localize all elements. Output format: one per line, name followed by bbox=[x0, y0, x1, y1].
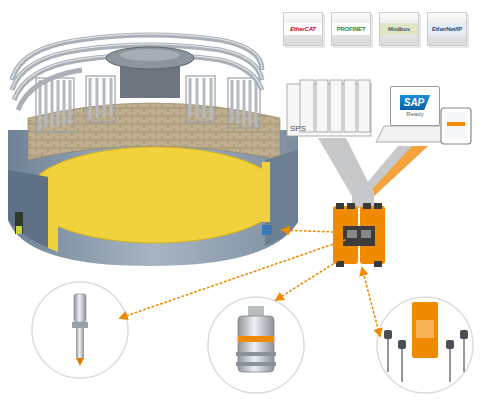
cooling-coils bbox=[12, 35, 262, 110]
central-plate-top bbox=[120, 49, 180, 61]
plc-rack bbox=[287, 80, 371, 136]
io-link-master bbox=[333, 203, 385, 267]
signal-line bbox=[120, 240, 345, 318]
level-sensor bbox=[72, 294, 88, 366]
plc-rack-box: SPS bbox=[287, 80, 371, 136]
master-connector bbox=[347, 203, 355, 209]
tank-cut-insulation bbox=[48, 176, 58, 252]
sensor-ring bbox=[236, 362, 276, 366]
rack-module bbox=[330, 80, 342, 132]
protocol-logo: Modbus bbox=[379, 12, 419, 46]
tank-illustration bbox=[8, 34, 298, 266]
fieldbus-connection bbox=[318, 138, 428, 208]
sensor-ring bbox=[236, 352, 276, 356]
sensor-tip bbox=[76, 358, 84, 366]
sensor-ring bbox=[72, 322, 88, 328]
tablet-screen bbox=[445, 112, 467, 138]
sensor-probe bbox=[76, 328, 84, 358]
temperature-sensors bbox=[384, 302, 468, 382]
cooling-panel bbox=[190, 78, 211, 120]
device-label: SPS bbox=[290, 124, 306, 133]
cooling-panel bbox=[40, 80, 70, 130]
tank-cut-insulation bbox=[262, 162, 270, 222]
master-port bbox=[361, 230, 371, 238]
tablet bbox=[441, 108, 471, 144]
sensor-head bbox=[74, 294, 86, 322]
signal-line bbox=[276, 252, 352, 300]
probe-rod bbox=[449, 348, 451, 382]
probe-heads bbox=[384, 330, 468, 349]
protocol-logo: EtherNet/IP bbox=[427, 12, 467, 46]
cooling-panel bbox=[232, 80, 256, 127]
temperature-module bbox=[412, 302, 438, 358]
tank-sensor bbox=[15, 212, 23, 234]
cooling-coil bbox=[18, 70, 82, 110]
tank-cut-face bbox=[8, 170, 55, 250]
tank-floor bbox=[27, 147, 283, 243]
panel-frame bbox=[228, 78, 260, 128]
logo-text: EtherCAT bbox=[284, 23, 322, 35]
coil-highlights bbox=[12, 34, 262, 99]
probe-head bbox=[384, 330, 392, 339]
temperature-probes bbox=[388, 338, 464, 382]
protocol-logo: EtherCAT bbox=[283, 12, 323, 46]
master-panel bbox=[343, 226, 375, 246]
badge-text: Ready bbox=[406, 111, 423, 117]
logo-text: Modbus bbox=[380, 23, 418, 35]
signal-line bbox=[362, 268, 380, 336]
module-window bbox=[416, 320, 434, 338]
probe-rod bbox=[463, 338, 465, 372]
panel-frame bbox=[86, 76, 115, 122]
laptop-screen: SAPReady bbox=[390, 86, 440, 126]
sensor-bubble bbox=[377, 297, 473, 393]
logo-text: EtherNet/IP bbox=[428, 23, 466, 35]
probe-rod bbox=[401, 348, 403, 382]
rack-module bbox=[316, 80, 328, 132]
signal-line bbox=[282, 230, 333, 232]
master-port bbox=[347, 230, 357, 238]
sensor-bubble bbox=[32, 282, 128, 378]
probe-rod bbox=[387, 338, 389, 372]
sensor-bubbles bbox=[32, 282, 473, 393]
brand-logo: SAP bbox=[400, 95, 431, 110]
bus-branch-edge bbox=[366, 146, 428, 196]
master-connector bbox=[363, 203, 371, 209]
probe-head bbox=[460, 330, 468, 339]
master-connector bbox=[374, 203, 382, 209]
tank-port bbox=[262, 225, 272, 235]
rack-module bbox=[344, 80, 356, 132]
sensor-band bbox=[238, 336, 274, 342]
sensor-bubble bbox=[208, 297, 304, 393]
master-connector bbox=[374, 261, 382, 267]
master-connector bbox=[336, 203, 344, 209]
flow-sensor bbox=[236, 306, 276, 372]
panel-frame bbox=[36, 78, 74, 132]
central-plate bbox=[106, 47, 194, 69]
bus-branch bbox=[356, 146, 428, 196]
panel-frame bbox=[186, 76, 215, 122]
probe-head bbox=[446, 340, 454, 349]
tank-sensor bbox=[16, 226, 22, 234]
probe-head bbox=[398, 340, 406, 349]
protocol-logo: PROFINET bbox=[331, 12, 371, 46]
rack-module bbox=[358, 80, 370, 132]
tablet-logo bbox=[447, 122, 465, 126]
logo-text: PROFINET bbox=[332, 23, 370, 35]
bus-stem bbox=[352, 190, 374, 208]
sensor-plug bbox=[248, 306, 264, 316]
cooling-panel bbox=[90, 78, 111, 120]
